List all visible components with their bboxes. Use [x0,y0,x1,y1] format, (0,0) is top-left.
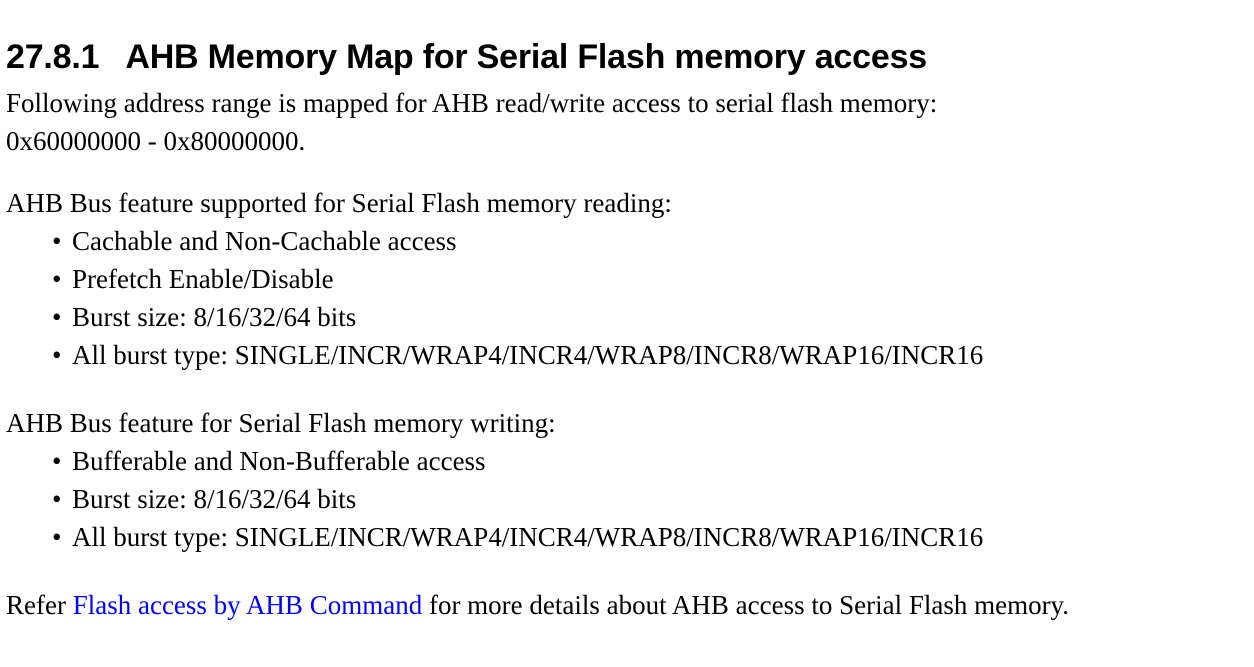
list-item-label: Cachable and Non-Cachable access [72,226,457,256]
list-item: • Burst size: 8/16/32/64 bits [6,480,1250,518]
bullet-icon: • [52,302,62,332]
intro-line-2: 0x60000000 - 0x80000000. [6,126,306,156]
list-item-label: Burst size: 8/16/32/64 bits [72,484,357,514]
bullet-icon: • [52,340,62,370]
refer-paragraph: Refer Flash access by AHB Command for mo… [6,586,1250,624]
read-feature-list: • Cachable and Non-Cachable access • Pre… [6,222,1250,374]
refer-prefix: Refer [6,590,73,620]
refer-suffix: for more details about AHB access to Ser… [422,590,1070,620]
write-feature-section: AHB Bus feature for Serial Flash memory … [6,404,1250,556]
read-feature-section: AHB Bus feature supported for Serial Fla… [6,184,1250,374]
list-item-label: Prefetch Enable/Disable [72,264,334,294]
list-item-label: Bufferable and Non-Bufferable access [72,446,486,476]
list-item-label: Burst size: 8/16/32/64 bits [72,302,357,332]
write-feature-list: • Bufferable and Non-Bufferable access •… [6,442,1250,556]
list-item-label: All burst type: SINGLE/INCR/WRAP4/INCR4/… [72,340,984,370]
list-item: • All burst type: SINGLE/INCR/WRAP4/INCR… [6,336,1250,374]
bullet-icon: • [52,484,62,514]
page-title: 27.8.1 AHB Memory Map for Serial Flash me… [6,37,927,77]
list-item: • All burst type: SINGLE/INCR/WRAP4/INCR… [6,518,1250,556]
intro-line-1: Following address range is mapped for AH… [6,88,938,118]
bullet-icon: • [52,522,62,552]
list-item: • Bufferable and Non-Bufferable access [6,442,1250,480]
list-item: • Prefetch Enable/Disable [6,260,1250,298]
list-item: • Burst size: 8/16/32/64 bits [6,298,1250,336]
list-item: • Cachable and Non-Cachable access [6,222,1250,260]
bullet-icon: • [52,264,62,294]
section-number: 27.8.1 [6,37,100,76]
refer-text: Refer Flash access by AHB Command for mo… [6,586,1246,624]
bullet-icon: • [52,446,62,476]
bullet-icon: • [52,226,62,256]
flash-access-link[interactable]: Flash access by AHB Command [72,590,423,620]
read-section-lead: AHB Bus feature supported for Serial Fla… [6,188,672,218]
write-section-lead: AHB Bus feature for Serial Flash memory … [6,408,556,438]
list-item-label: All burst type: SINGLE/INCR/WRAP4/INCR4/… [72,522,984,552]
intro-paragraph: Following address range is mapped for AH… [6,84,1250,160]
section-title: AHB Memory Map for Serial Flash memory a… [125,37,927,76]
